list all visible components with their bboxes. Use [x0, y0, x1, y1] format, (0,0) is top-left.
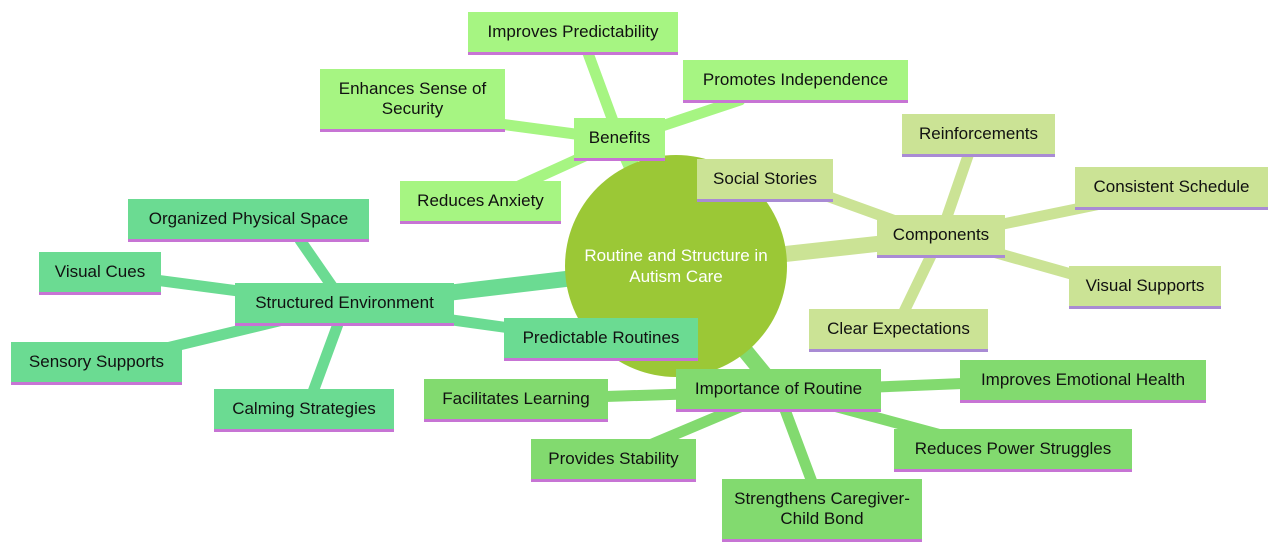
node-sensory-supports[interactable]: Sensory Supports: [11, 342, 182, 385]
node-predictable-routines[interactable]: Predictable Routines: [504, 318, 698, 361]
node-structured-environment[interactable]: Structured Environment: [235, 283, 454, 326]
node-calming-strategies[interactable]: Calming Strategies: [214, 389, 394, 432]
root-node-label: Routine and Structure in Autism Care: [584, 246, 768, 286]
node-promotes-independence[interactable]: Promotes Independence: [683, 60, 908, 103]
node-strengthens-caregiver-child-bond[interactable]: Strengthens Caregiver-Child Bond: [722, 479, 922, 542]
node-facilitates-learning[interactable]: Facilitates Learning: [424, 379, 608, 422]
node-consistent-schedule[interactable]: Consistent Schedule: [1075, 167, 1268, 210]
node-visual-cues[interactable]: Visual Cues: [39, 252, 161, 295]
node-reduces-anxiety[interactable]: Reduces Anxiety: [400, 181, 561, 224]
node-improves-emotional-health[interactable]: Improves Emotional Health: [960, 360, 1206, 403]
node-clear-expectations[interactable]: Clear Expectations: [809, 309, 988, 352]
node-provides-stability[interactable]: Provides Stability: [531, 439, 696, 482]
node-improves-predictability[interactable]: Improves Predictability: [468, 12, 678, 55]
node-organized-physical-space[interactable]: Organized Physical Space: [128, 199, 369, 242]
node-social-stories[interactable]: Social Stories: [697, 159, 833, 202]
node-components[interactable]: Components: [877, 215, 1005, 258]
node-enhances-sense-of-security[interactable]: Enhances Sense of Security: [320, 69, 505, 132]
node-importance-of-routine[interactable]: Importance of Routine: [676, 369, 881, 412]
node-reinforcements[interactable]: Reinforcements: [902, 114, 1055, 157]
node-benefits[interactable]: Benefits: [574, 118, 665, 161]
node-reduces-power-struggles[interactable]: Reduces Power Struggles: [894, 429, 1132, 472]
node-visual-supports[interactable]: Visual Supports: [1069, 266, 1221, 309]
